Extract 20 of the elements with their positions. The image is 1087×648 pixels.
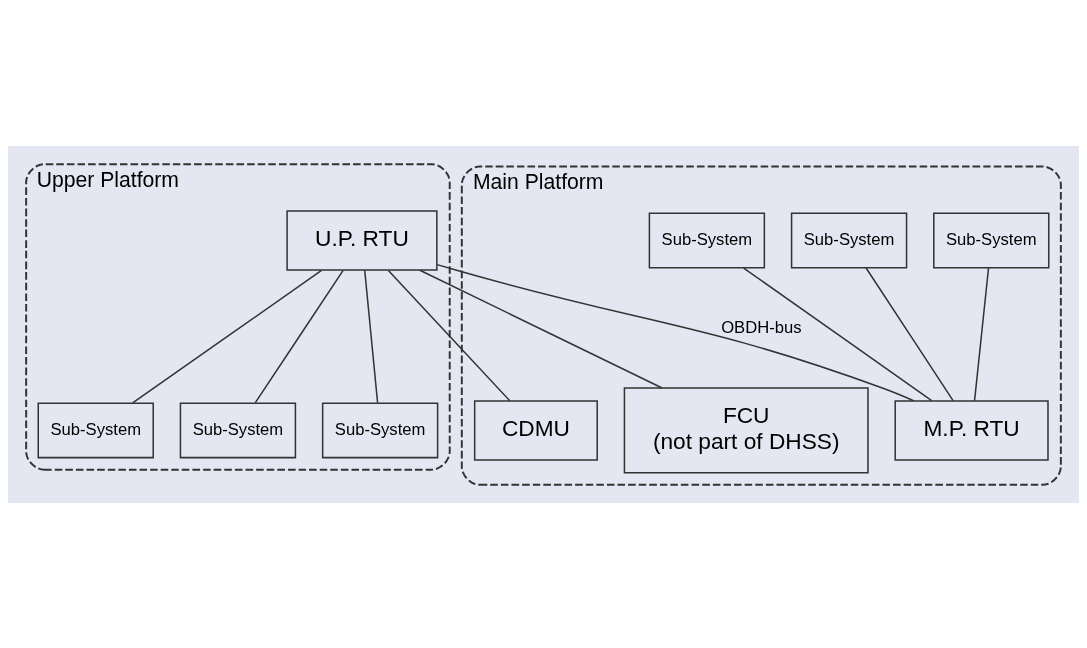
connector [742, 266, 933, 401]
connector [973, 266, 990, 401]
node-box: CDMU [473, 399, 598, 461]
node-box: Sub-System [321, 401, 439, 458]
connector [436, 263, 915, 401]
edge-label: OBDH-bus [721, 317, 802, 337]
connector [419, 268, 663, 389]
connector [131, 269, 323, 404]
connector [387, 269, 511, 402]
node-box: U.P. RTU [286, 209, 438, 271]
node-box: Sub-System [179, 401, 297, 458]
connector [254, 269, 344, 403]
node-box: Sub-System [37, 401, 154, 458]
node-box: Sub-System [790, 212, 908, 269]
node-box: FCU (not part of DHSS) [623, 386, 869, 473]
connector [865, 266, 954, 401]
connector [363, 269, 379, 403]
node-box: Sub-System [933, 212, 1050, 269]
node-box: Sub-System [648, 212, 766, 269]
node-box: M.P. RTU [894, 399, 1049, 461]
